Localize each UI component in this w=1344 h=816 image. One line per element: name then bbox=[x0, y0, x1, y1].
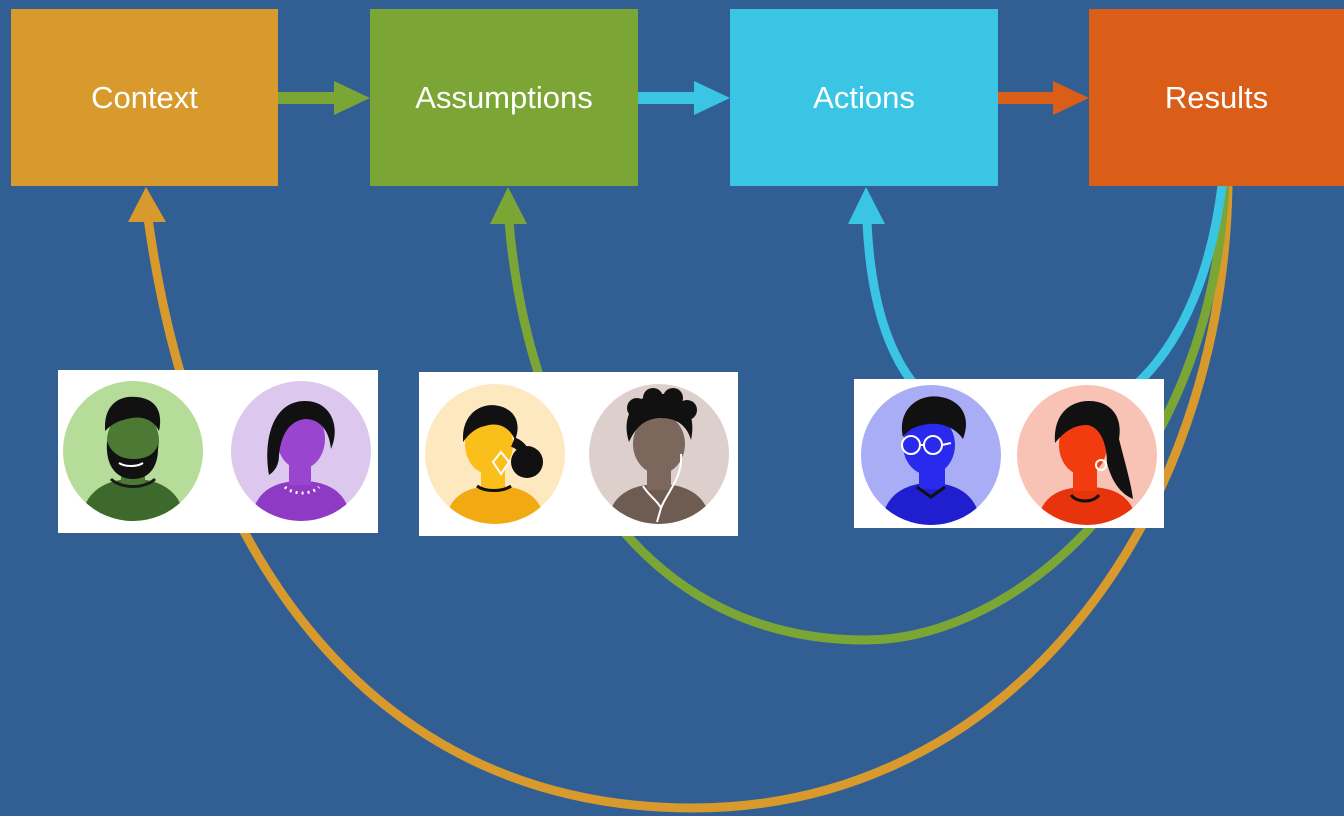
context-label: Context bbox=[91, 79, 198, 115]
woman-earring-avatar bbox=[425, 384, 565, 524]
arrow-assumptions-to-actions bbox=[638, 81, 730, 115]
bearded-man-avatar bbox=[63, 381, 203, 521]
avatar-card-assumptions bbox=[419, 372, 738, 536]
woman-hoop-earring-avatar bbox=[1017, 385, 1157, 525]
avatar-card-context bbox=[58, 370, 378, 533]
man-glasses-avatar bbox=[861, 385, 1001, 525]
arrow-actions-to-results bbox=[998, 81, 1089, 115]
arrowhead-to-assumptions bbox=[490, 187, 527, 224]
woman-necklace-avatar bbox=[231, 381, 371, 521]
assumptions-label: Assumptions bbox=[415, 79, 593, 115]
avatar-card-actions bbox=[854, 379, 1164, 528]
assumptions-box: Assumptions bbox=[370, 9, 638, 186]
arrowhead-to-context bbox=[128, 187, 166, 222]
arrowhead-to-actions bbox=[848, 187, 885, 224]
man-earphones-avatar bbox=[589, 384, 729, 524]
context-box: Context bbox=[11, 9, 278, 186]
arrow-context-to-assumptions bbox=[278, 81, 370, 115]
results-box: Results bbox=[1089, 9, 1344, 186]
actions-label: Actions bbox=[813, 79, 915, 115]
actions-box: Actions bbox=[730, 9, 998, 186]
results-label: Results bbox=[1164, 79, 1269, 115]
